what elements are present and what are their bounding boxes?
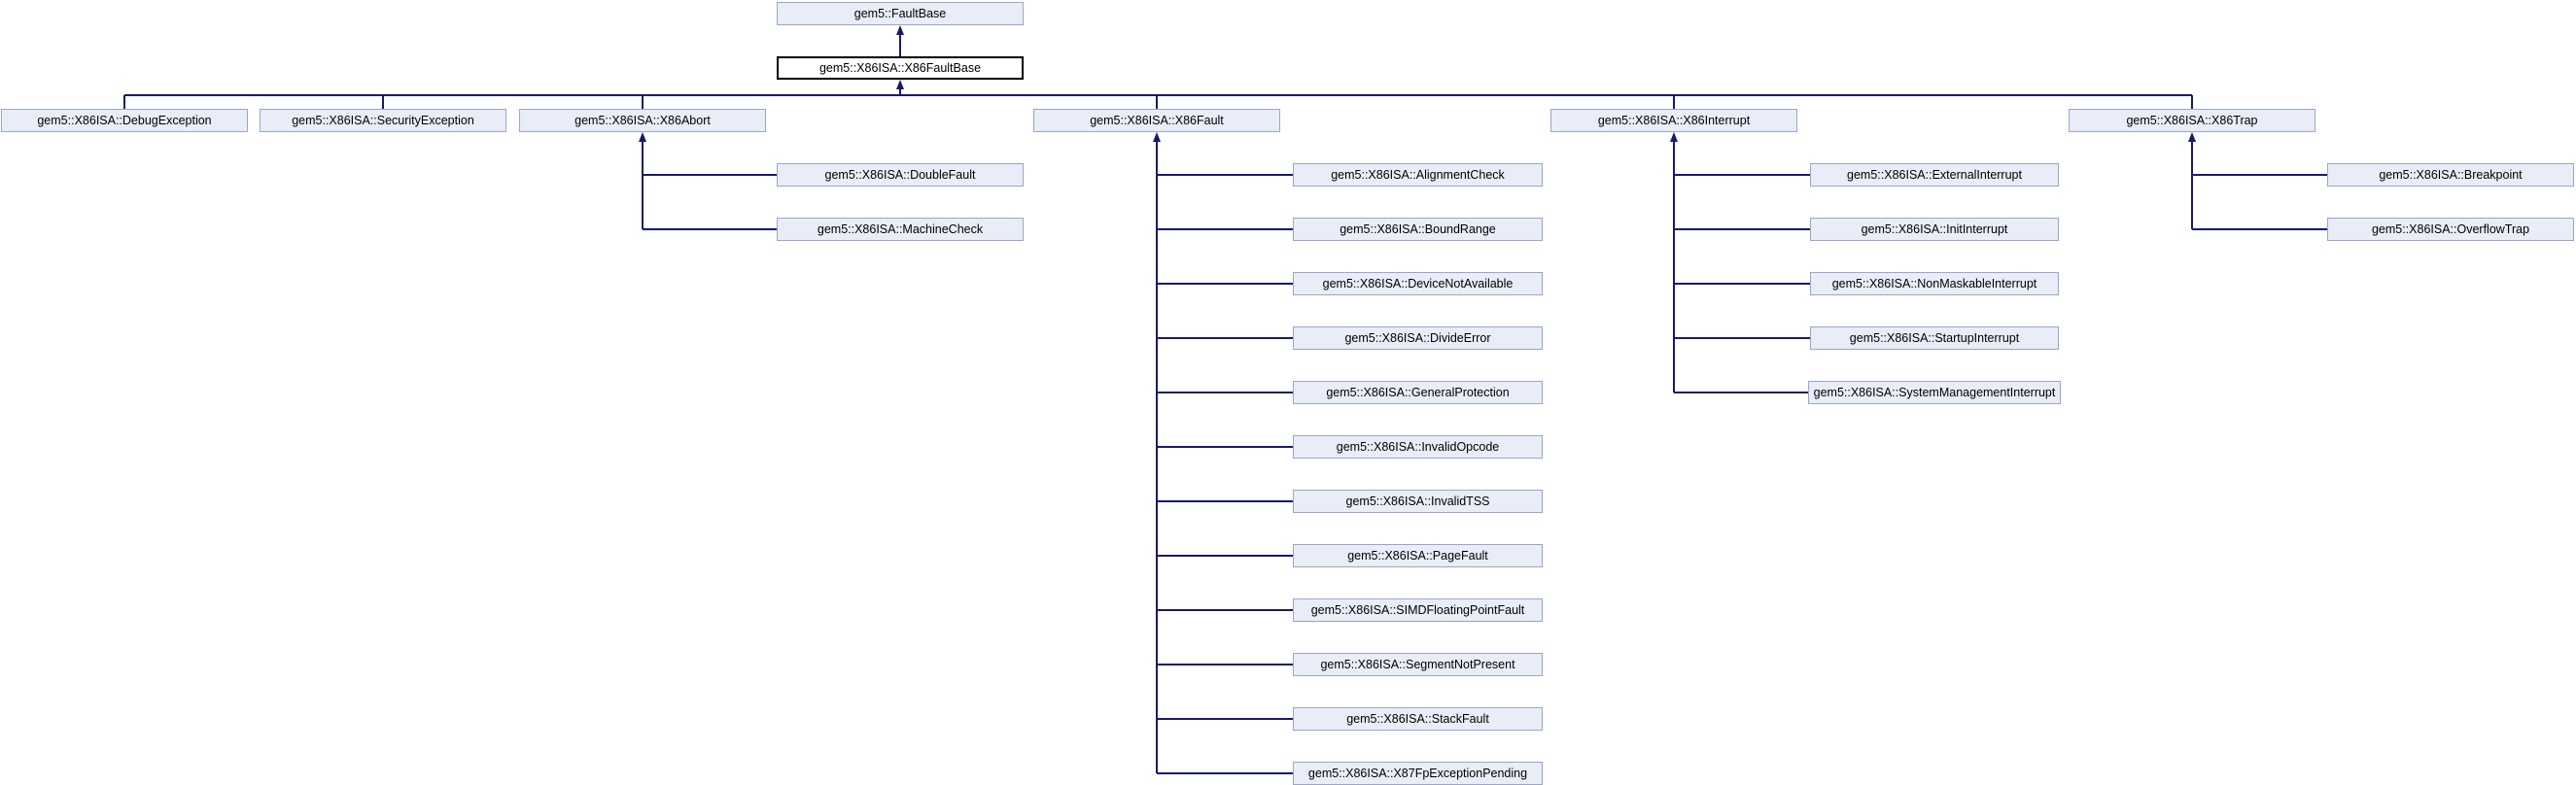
class-node-systemmanagementinterrupt[interactable]: gem5::X86ISA::SystemManagementInterrupt xyxy=(1808,381,2061,404)
edge-group-x86fault-children xyxy=(1153,132,1293,774)
class-node-initinterrupt[interactable]: gem5::X86ISA::InitInterrupt xyxy=(1810,218,2059,241)
edge-group-x86trap-children xyxy=(2188,132,2327,230)
class-node-boundrange[interactable]: gem5::X86ISA::BoundRange xyxy=(1293,218,1543,241)
class-node-stackfault[interactable]: gem5::X86ISA::StackFault xyxy=(1293,707,1543,731)
class-node-overflowtrap[interactable]: gem5::X86ISA::OverflowTrap xyxy=(2327,218,2574,241)
class-node-doublefault[interactable]: gem5::X86ISA::DoubleFault xyxy=(777,163,1024,187)
class-node-alignmentcheck[interactable]: gem5::X86ISA::AlignmentCheck xyxy=(1293,163,1543,187)
class-node-faultbase[interactable]: gem5::FaultBase xyxy=(777,2,1024,25)
class-node-generalprotection[interactable]: gem5::X86ISA::GeneralProtection xyxy=(1293,381,1543,404)
class-node-x86faultbase-current: gem5::X86ISA::X86FaultBase xyxy=(777,56,1024,80)
class-node-invalidtss[interactable]: gem5::X86ISA::InvalidTSS xyxy=(1293,490,1543,513)
class-node-debugexception[interactable]: gem5::X86ISA::DebugException xyxy=(1,109,248,132)
class-node-startupinterrupt[interactable]: gem5::X86ISA::StartupInterrupt xyxy=(1810,326,2059,350)
edge-subclasses-to-current xyxy=(123,80,2193,109)
class-node-x86interrupt[interactable]: gem5::X86ISA::X86Interrupt xyxy=(1550,109,1797,132)
class-node-externalinterrupt[interactable]: gem5::X86ISA::ExternalInterrupt xyxy=(1810,163,2059,187)
class-node-divideerror[interactable]: gem5::X86ISA::DivideError xyxy=(1293,326,1543,350)
class-node-x87fpexceptionpending[interactable]: gem5::X86ISA::X87FpExceptionPending xyxy=(1293,762,1543,785)
class-node-pagefault[interactable]: gem5::X86ISA::PageFault xyxy=(1293,544,1543,567)
edge-group-x86interrupt-children xyxy=(1670,132,1810,393)
class-node-x86abort[interactable]: gem5::X86ISA::X86Abort xyxy=(519,109,766,132)
class-node-invalidopcode[interactable]: gem5::X86ISA::InvalidOpcode xyxy=(1293,435,1543,459)
edge-group-x86abort-children xyxy=(639,132,777,230)
class-node-x86trap[interactable]: gem5::X86ISA::X86Trap xyxy=(2069,109,2315,132)
class-node-securityexception[interactable]: gem5::X86ISA::SecurityException xyxy=(260,109,506,132)
class-node-machinecheck[interactable]: gem5::X86ISA::MachineCheck xyxy=(777,218,1024,241)
class-node-nonmaskableinterrupt[interactable]: gem5::X86ISA::NonMaskableInterrupt xyxy=(1810,272,2059,295)
class-node-x86fault[interactable]: gem5::X86ISA::X86Fault xyxy=(1033,109,1280,132)
class-node-segmentnotpresent[interactable]: gem5::X86ISA::SegmentNotPresent xyxy=(1293,653,1543,676)
edge-current-to-root xyxy=(896,25,904,56)
class-node-simdfloatingpointfault[interactable]: gem5::X86ISA::SIMDFloatingPointFault xyxy=(1293,598,1543,622)
class-node-breakpoint[interactable]: gem5::X86ISA::Breakpoint xyxy=(2327,163,2574,187)
class-node-devicenotavailable[interactable]: gem5::X86ISA::DeviceNotAvailable xyxy=(1293,272,1543,295)
